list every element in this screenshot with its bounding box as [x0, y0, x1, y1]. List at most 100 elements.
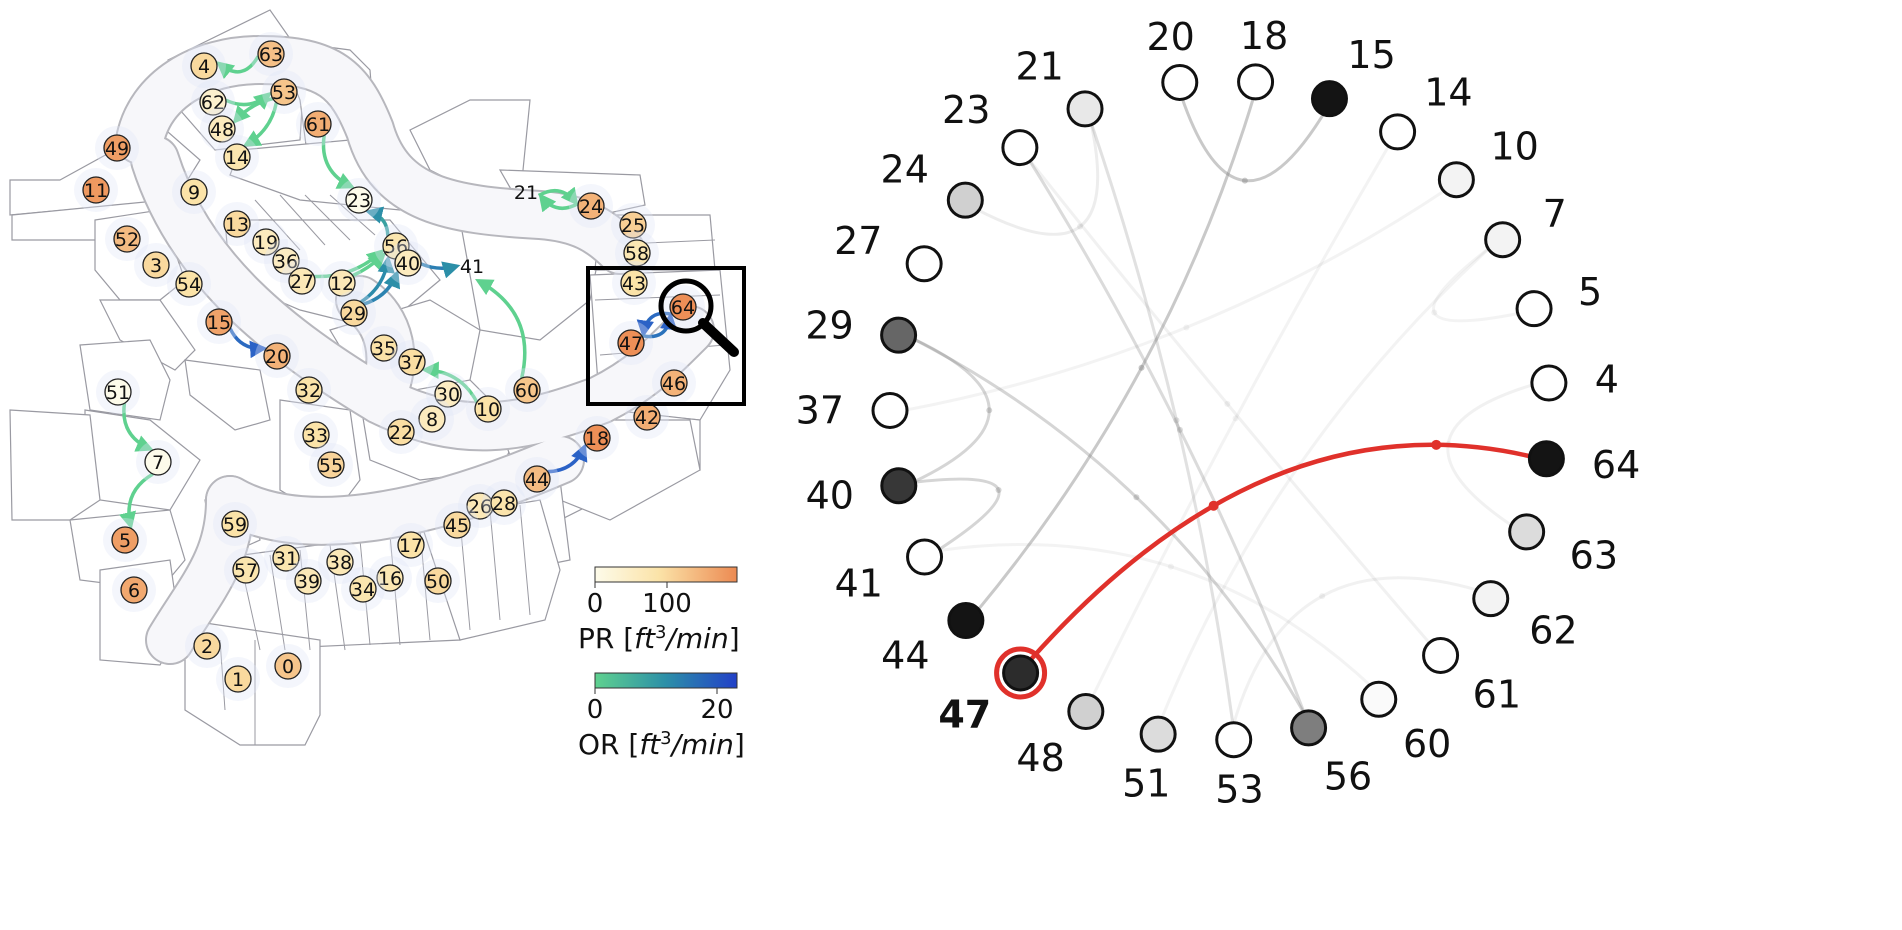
circle-node-21: 21	[1015, 45, 1104, 128]
map-node-27: 27	[280, 259, 324, 303]
circle-node-label: 4	[1595, 358, 1619, 402]
map-node-53: 53	[262, 70, 306, 114]
map-node-label: 53	[272, 82, 296, 104]
circle-node-dot	[1437, 161, 1475, 199]
map-node-label: 49	[105, 138, 129, 160]
circle-node-37: 37	[796, 388, 909, 432]
map-node-31: 31	[264, 536, 308, 580]
circle-node-label: 15	[1347, 33, 1395, 77]
flow-arrow-40-to-41	[420, 261, 461, 279]
circle-node-dot	[1066, 90, 1104, 128]
circle-edge-56-23	[1027, 157, 1307, 715]
map-node-circle	[370, 334, 398, 362]
map-node-circle	[175, 270, 203, 298]
map-node-circle	[270, 78, 298, 106]
map-node-circle	[193, 632, 221, 660]
flow-arrow-44-to-18	[547, 443, 588, 474]
map-node-25: 25	[611, 203, 655, 247]
map-node-41: 41	[460, 256, 484, 278]
circle-edge-40-41	[912, 477, 1001, 553]
circle-node-15: 15	[1310, 33, 1396, 118]
map-node-circle	[82, 176, 110, 204]
circle-edge-53-21	[1089, 121, 1235, 726]
circle-edge-arrow	[1138, 364, 1145, 371]
circle-node-dot	[947, 602, 985, 640]
map-node-label: 23	[347, 190, 371, 212]
map-node-label: 6	[128, 580, 140, 602]
circle-edge-29-40	[911, 336, 991, 484]
circle-node-51: 51	[1122, 715, 1177, 805]
map-node-circle	[443, 511, 471, 539]
flow-arrow-27-to-56	[314, 248, 385, 279]
map-node-circle	[257, 40, 285, 68]
map-node-8: 8	[410, 397, 454, 441]
map-node-circle	[349, 575, 377, 603]
circle-edge-29-56	[911, 336, 1307, 716]
map-node-46: 46	[652, 361, 696, 405]
map-node-circle	[669, 293, 697, 321]
circle-node-label: 21	[1015, 45, 1063, 89]
circle-node-label: 56	[1324, 754, 1372, 798]
circle-node-4: 4	[1530, 358, 1619, 402]
map-node-3: 3	[134, 243, 178, 287]
map-node-circle	[583, 424, 611, 452]
circle-node-23: 23	[942, 88, 1039, 167]
highlight-edge-arrow-0	[1208, 500, 1219, 511]
map-node-circle	[577, 192, 605, 220]
map-node-label: 34	[351, 579, 375, 601]
map-node-label: 62	[201, 92, 225, 114]
map-node-40: 40	[386, 241, 430, 285]
map-node-label: 58	[625, 243, 649, 265]
map-node-label: 37	[400, 352, 424, 374]
map-node-label: 44	[525, 469, 549, 491]
map-flow-layer	[119, 55, 678, 530]
map-node-4: 4	[182, 44, 226, 88]
map-node-label: 32	[297, 380, 321, 402]
map-node-label: 16	[378, 568, 402, 590]
map-node-15: 15	[197, 300, 241, 344]
map-node-label: 48	[210, 119, 234, 141]
map-node-label: 38	[328, 552, 352, 574]
circle-edge-arrow	[995, 486, 1002, 493]
circle-node-dot	[1002, 654, 1040, 692]
map-node-label: 42	[635, 407, 659, 429]
map-node-label: 30	[436, 384, 460, 406]
map-node-label: 5	[119, 530, 131, 552]
or-tick-1: 20	[700, 695, 733, 725]
map-node-label: 10	[476, 399, 500, 421]
map-node-circle	[221, 510, 249, 538]
map-node-label: 52	[115, 229, 139, 251]
map-node-18: 18	[575, 416, 619, 460]
map-node-label: 22	[389, 422, 413, 444]
map-node-circle	[223, 210, 251, 238]
flow-arrow-63-to-4	[216, 55, 260, 80]
map-node-22: 22	[379, 410, 423, 454]
map-node-label: 1	[232, 669, 244, 691]
circle-edge-arrow	[1173, 417, 1180, 424]
map-node-label: 13	[225, 214, 249, 236]
circle-edge-61-23	[1027, 157, 1433, 647]
map-node-circle	[272, 544, 300, 572]
map-node-58: 58	[615, 231, 659, 275]
map-node-circle	[263, 342, 291, 370]
map-node-circle	[434, 380, 462, 408]
circle-edge-60-41	[936, 542, 1374, 689]
circle-node-48: 48	[1016, 692, 1105, 780]
flow-arrow-24-to-21	[538, 193, 580, 213]
map-node-circle	[104, 378, 132, 406]
circle-node-dot	[1515, 290, 1553, 328]
circle-node-24: 24	[881, 147, 984, 219]
map-node-circle	[397, 531, 425, 559]
circle-node-label: 24	[881, 147, 929, 191]
map-node-21: 21	[514, 182, 538, 204]
map-node-circle	[317, 451, 345, 479]
map-node-circle	[274, 652, 302, 680]
map-node-61: 61	[296, 102, 340, 146]
highlight-ring	[994, 646, 1048, 700]
map-node-label: 3	[150, 255, 162, 277]
map-node-label: 41	[460, 256, 484, 278]
circle-node-label: 29	[805, 304, 853, 348]
pr-legend-label: PR [ft3/min]	[578, 622, 740, 655]
circle-node-61: 61	[1422, 636, 1521, 717]
